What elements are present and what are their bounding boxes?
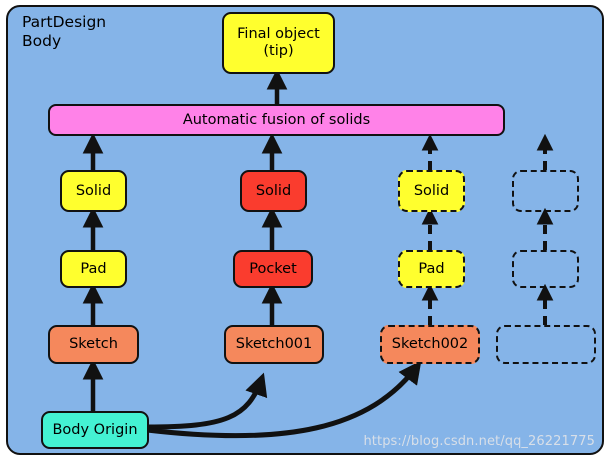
node-automatic-fusion[interactable]: Automatic fusion of solids xyxy=(48,104,505,136)
node-col1-sketch[interactable]: Sketch xyxy=(48,325,139,364)
node-col1-solid[interactable]: Solid xyxy=(60,170,127,212)
node-col2-pocket[interactable]: Pocket xyxy=(233,250,313,288)
node-col4-solid-placeholder[interactable] xyxy=(512,170,579,212)
node-col3-sketch002[interactable]: Sketch002 xyxy=(380,325,480,364)
node-col2-solid[interactable]: Solid xyxy=(240,170,307,212)
panel-title: PartDesign Body xyxy=(22,13,107,50)
node-final-object[interactable]: Final object (tip) xyxy=(222,12,335,74)
node-col4-sketch-placeholder[interactable] xyxy=(496,325,596,364)
node-col1-pad[interactable]: Pad xyxy=(60,250,127,288)
node-col3-solid[interactable]: Solid xyxy=(398,170,465,212)
node-col2-sketch001[interactable]: Sketch001 xyxy=(224,325,324,364)
partdesign-body-panel xyxy=(6,5,604,455)
node-col3-pad[interactable]: Pad xyxy=(398,250,465,288)
node-body-origin[interactable]: Body Origin xyxy=(41,411,149,449)
watermark: https://blog.csdn.net/qq_26221775 xyxy=(363,434,595,449)
node-col4-feature-placeholder[interactable] xyxy=(512,250,579,288)
